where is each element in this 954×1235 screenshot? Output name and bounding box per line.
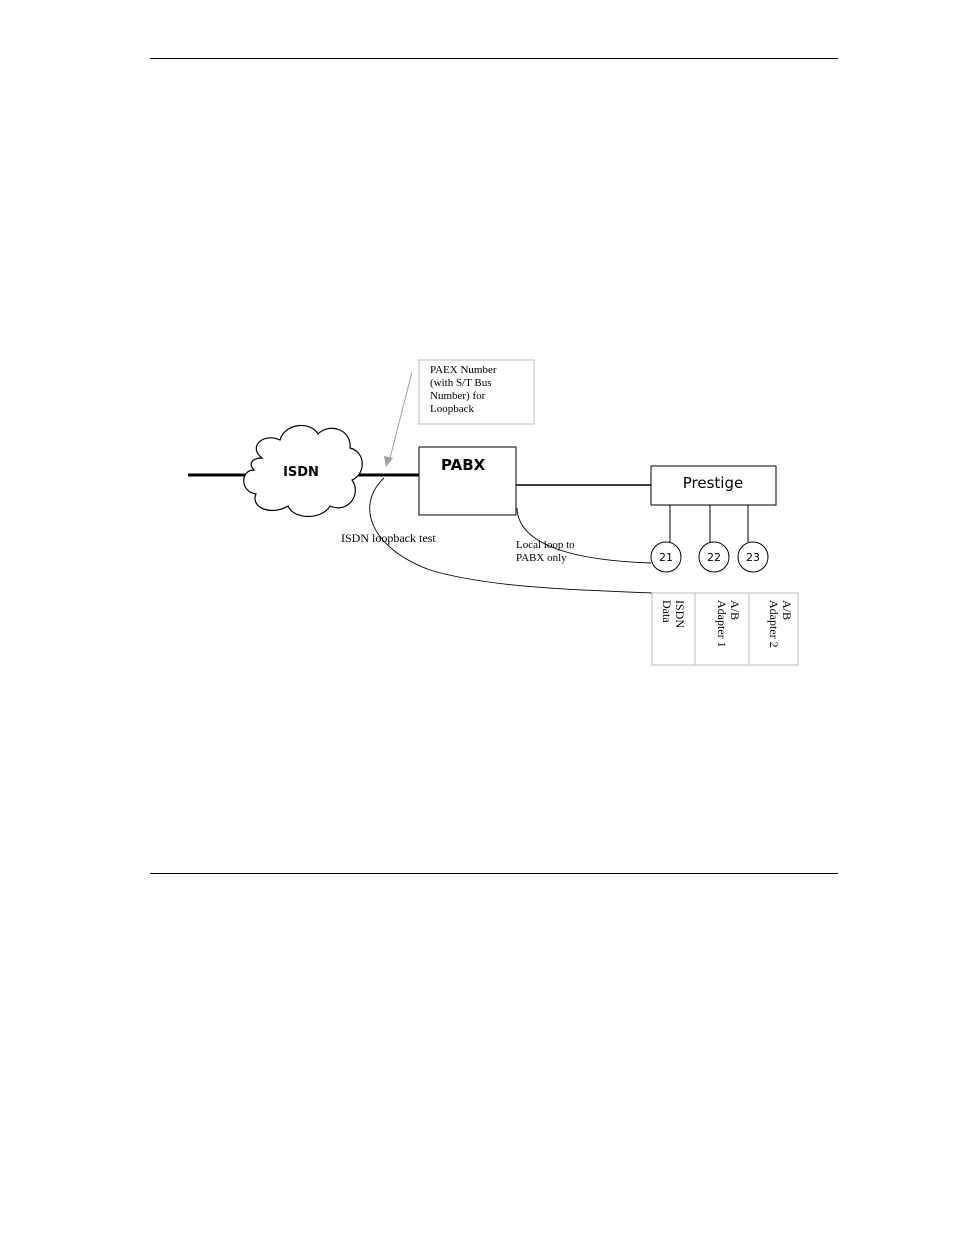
port-21: 21 [651,542,681,572]
port-22: 22 [699,542,729,572]
adapter-table: ISDN Data A/B Adapter 1 A/B Adapter 2 [652,593,798,665]
port-22-label: 22 [707,551,721,564]
adapter-ab-1-line2: Adapter 1 [715,600,729,648]
prestige-box: Prestige [651,466,776,505]
prestige-label: Prestige [683,474,743,492]
isdn-cloud-icon: ISDN [244,425,363,516]
adapter-ab-2-line2: Adapter 2 [767,600,781,648]
callout-arrow [384,372,412,467]
pabx-label: PABX [441,456,486,474]
callout-line-1: PAEX Number [430,364,497,376]
port-23-label: 23 [746,551,760,564]
cloud-label: ISDN [283,465,319,480]
callout-box: PAEX Number (with S/T Bus Number) for Lo… [419,360,534,424]
callout-line-4: Loopback [430,403,474,415]
pabx-box: PABX [419,447,516,515]
adapter-isdn-data-line2: Data [660,600,674,623]
local-loop-line-1: Local loop to [516,539,575,551]
callout-line-2: (with S/T Bus [430,377,492,389]
port-23: 23 [738,542,768,572]
adapter-ab-2-line1: A/B [780,600,794,620]
callout-line-3: Number) for [430,390,486,402]
adapter-ab-1-line1: A/B [728,600,742,620]
local-loop-line-2: PABX only [516,552,567,564]
port-21-label: 21 [659,551,673,564]
isdn-loopback-label: ISDN loopback test [341,531,436,545]
adapter-isdn-data-line1: ISDN [673,600,687,628]
